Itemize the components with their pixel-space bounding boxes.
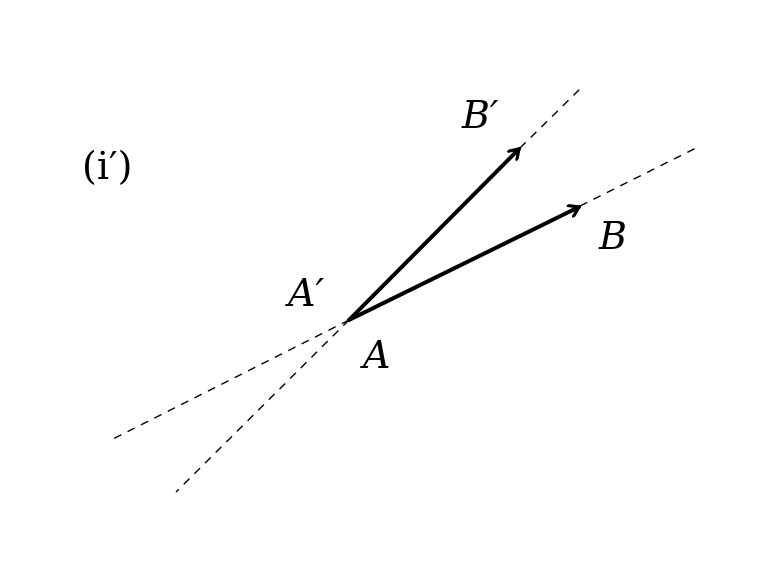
dashed-line-b-prime-forward <box>519 86 583 149</box>
dashed-line-b-prime-backward <box>175 319 350 493</box>
label-a: A <box>360 333 390 377</box>
label-a-prime: A′ <box>285 271 324 315</box>
dashed-line-b-backward <box>110 319 350 441</box>
label-b-prime: B′ <box>461 93 499 137</box>
arrow-a-to-b <box>347 207 581 322</box>
figure-tag: (i′) <box>82 144 132 188</box>
label-b: B <box>598 214 627 258</box>
arrow-a-prime-to-b-prime <box>347 147 521 322</box>
dashed-line-b-forward <box>579 145 701 207</box>
